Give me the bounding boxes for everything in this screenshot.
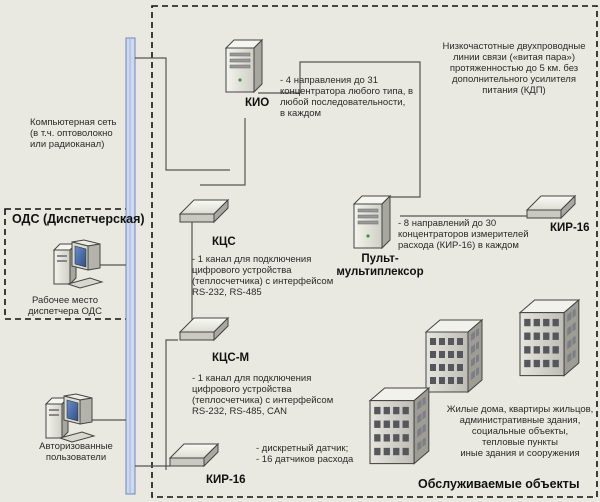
kio-to-mux-line — [258, 61, 421, 198]
kcs-m-label: КЦС-М — [212, 352, 250, 364]
kio-desc: - 4 направления до 31 концентратора любо… — [280, 75, 414, 119]
users-label: Авторизованные пользователи — [39, 441, 113, 463]
ods-workstation-icon — [53, 239, 103, 289]
kir-bottom-concentrator-icon — [169, 443, 219, 467]
objects-title: Обслуживаемые объекты — [418, 477, 580, 491]
mux-server-icon — [353, 195, 391, 249]
kcsm-to-kir-line — [165, 339, 178, 470]
kio-to-kcs-line — [200, 118, 246, 186]
kio-server-icon — [225, 39, 263, 93]
connections — [84, 57, 527, 470]
ods-workstation-label: Рабочее место диспетчера ОДС — [28, 295, 102, 317]
kcs-concentrator-icon — [179, 199, 229, 223]
kcs-label: КЦС — [212, 236, 236, 248]
network-label: Компьютерная сеть (в т.ч. оптоволокно ил… — [30, 117, 117, 150]
objects-desc: Жилые дома, квартиры жильцов, администра… — [446, 404, 594, 459]
kir-bottom-desc: - дискретный датчик; - 16 датчиков расхо… — [256, 443, 354, 465]
kir-right-label: КИР-16 — [550, 222, 590, 234]
kir-right-concentrator-icon — [526, 195, 576, 219]
kio-branch-line — [135, 57, 230, 171]
kcsm-concentrator-icon — [179, 317, 229, 341]
building-icon — [369, 387, 430, 465]
kir-bottom-label: КИР-16 — [206, 474, 246, 486]
service-area-frame — [151, 5, 598, 498]
mux-label: Пульт- мультиплексор — [336, 253, 424, 278]
kcs-desc: - 1 канал для подключения цифрового устр… — [192, 254, 334, 298]
kcs-m-desc: - 1 канал для подключения цифрового устр… — [192, 373, 334, 417]
kio-label: КИО — [245, 97, 270, 109]
ods-frame — [4, 208, 129, 320]
building-icon — [519, 299, 580, 377]
building-icon — [425, 319, 483, 393]
line-desc: Низкочастотные двухпроводные линии связи… — [442, 41, 586, 96]
users-workstation-icon — [45, 393, 95, 443]
ods-title: ОДС (Диспетчерская) — [12, 212, 145, 226]
mux-desc: - 8 направлений до 30 концентраторов изм… — [398, 218, 529, 251]
